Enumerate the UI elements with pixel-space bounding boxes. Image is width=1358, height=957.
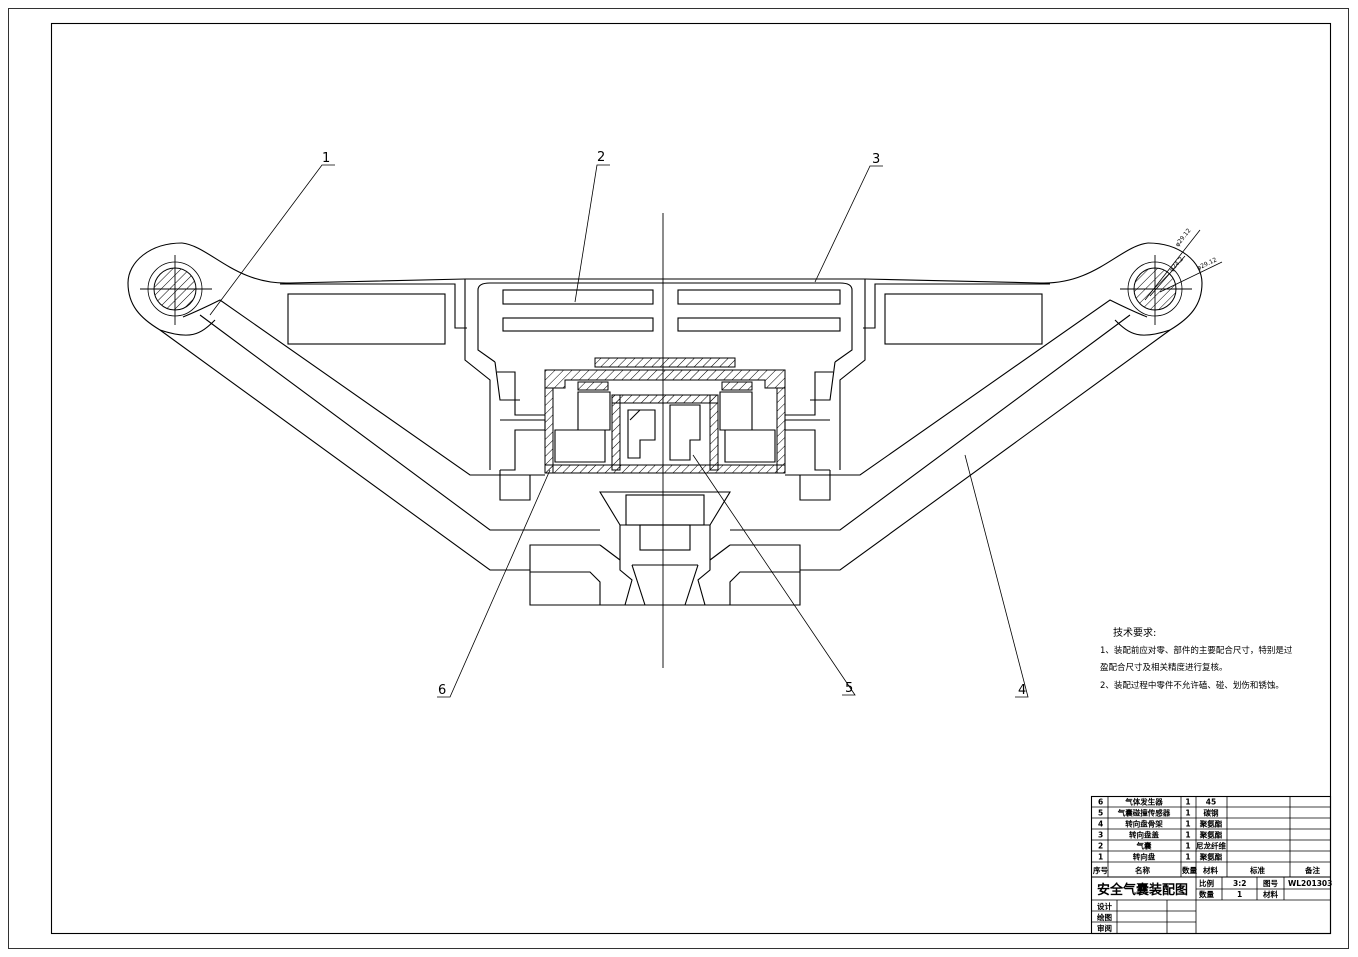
bom-row-no: 6 bbox=[1098, 798, 1103, 807]
balloon-5: 5 bbox=[845, 681, 853, 696]
bom-row-no: 2 bbox=[1098, 842, 1103, 851]
bom-row-name: 气体发生器 bbox=[1124, 797, 1163, 807]
bom-row-material: 45 bbox=[1206, 798, 1216, 807]
bom-header-qty: 数量 bbox=[1182, 865, 1198, 875]
scale-label: 比例 bbox=[1199, 878, 1215, 888]
scale-value: 3:2 bbox=[1233, 879, 1246, 888]
design-label: 设计 bbox=[1097, 901, 1113, 911]
bom-row-qty: 1 bbox=[1185, 853, 1190, 862]
bom-row-material: 聚氨酯 bbox=[1199, 852, 1223, 862]
leader-lines bbox=[209, 164, 1029, 698]
bom-row-no: 4 bbox=[1098, 820, 1103, 829]
bom-row-qty: 1 bbox=[1185, 842, 1190, 851]
title-block: 6 气体发生器 1 45 5 气囊碰撞传感器 1 碳钢 4 转向盘骨架 1 聚氨酯 3 转向盘盖 1 聚氨酯 2… bbox=[1090, 795, 1332, 935]
bom-row-name: 气囊 bbox=[1136, 841, 1153, 851]
inner-frame bbox=[50, 22, 1332, 935]
requirement-line-1: 1、装配前应对零、部件的主要配合尺寸，特别是过 bbox=[1100, 645, 1293, 656]
drawing-no-label: 图号 bbox=[1263, 879, 1279, 888]
dim-phi-1: φ29.12 bbox=[1174, 227, 1193, 248]
gas-generator-and-sensor bbox=[529, 357, 801, 606]
material-label: 材料 bbox=[1263, 889, 1279, 899]
bom-header-standard: 标准 bbox=[1249, 865, 1266, 875]
dim-phi-2: φ24.2 bbox=[1168, 256, 1185, 274]
bom-row-material: 尼龙纤维 bbox=[1196, 841, 1226, 851]
bom-header-remark: 备注 bbox=[1304, 865, 1321, 875]
bom-row-qty: 1 bbox=[1185, 831, 1190, 840]
qty-value: 1 bbox=[1237, 890, 1242, 899]
requirements-heading: 技术要求: bbox=[1113, 626, 1156, 639]
steering-wheel-part-1 bbox=[127, 242, 1203, 571]
balloon-2: 2 bbox=[597, 150, 605, 165]
balloon-1: 1 bbox=[322, 151, 330, 166]
bom-header-material: 材料 bbox=[1203, 865, 1219, 875]
cover-and-airbag bbox=[280, 278, 1050, 501]
bom-row-qty: 1 bbox=[1185, 809, 1190, 818]
bom-header-no: 序号 bbox=[1093, 865, 1109, 875]
outer-frame bbox=[8, 8, 1349, 949]
drawing-no-value: WL201303 bbox=[1288, 879, 1332, 888]
bom-row-material: 聚氨酯 bbox=[1199, 830, 1223, 840]
bom-row-name: 转向盘 bbox=[1133, 852, 1156, 862]
bom-row-name: 转向盘骨架 bbox=[1125, 819, 1163, 829]
drawing-title: 安全气囊装配图 bbox=[1097, 882, 1188, 898]
bom-row-no: 1 bbox=[1098, 853, 1103, 862]
review-label: 审阅 bbox=[1097, 923, 1112, 933]
bom-row-qty: 1 bbox=[1185, 820, 1190, 829]
balloon-6: 6 bbox=[438, 683, 446, 698]
bom-header-name: 名称 bbox=[1135, 865, 1151, 875]
bom-row-name: 气囊碰撞传感器 bbox=[1117, 808, 1171, 818]
bom-row-no: 5 bbox=[1098, 809, 1103, 818]
requirement-line-2: 盈配合尺寸及相关精度进行复核。 bbox=[1100, 662, 1228, 673]
technical-requirements: 技术要求: 1、装配前应对零、部件的主要配合尺寸，特别是过 盈配合尺寸及相关精度… bbox=[1100, 626, 1293, 691]
bom-row-no: 3 bbox=[1098, 831, 1103, 840]
bom-row-qty: 1 bbox=[1185, 798, 1190, 807]
requirement-line-3: 2、装配过程中零件不允许磕、碰、划伤和锈蚀。 bbox=[1100, 680, 1284, 691]
bom-row-name: 转向盘盖 bbox=[1129, 830, 1159, 840]
drawn-label: 绘图 bbox=[1097, 912, 1113, 922]
bom-row-material: 碳钢 bbox=[1204, 808, 1220, 818]
bom-row-material: 聚氨酯 bbox=[1199, 819, 1223, 829]
balloon-labels: 1 2 3 4 5 6 bbox=[322, 150, 1026, 698]
balloon-3: 3 bbox=[872, 152, 880, 167]
qty-label: 数量 bbox=[1199, 889, 1215, 899]
balloon-4: 4 bbox=[1018, 683, 1026, 698]
